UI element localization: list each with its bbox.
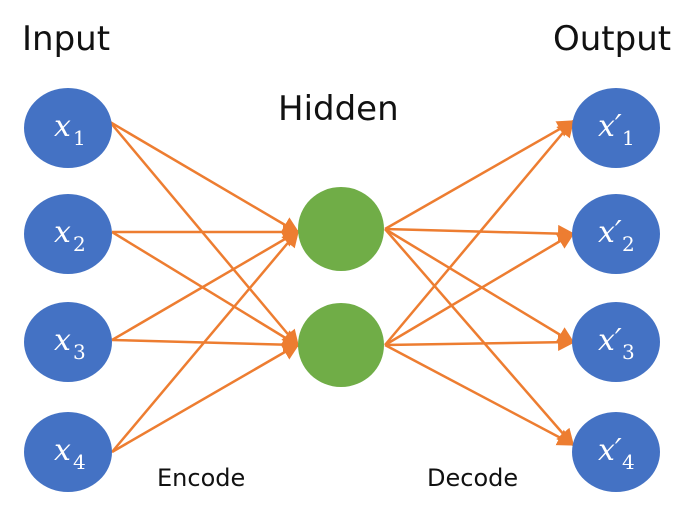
output-node-1-circle — [572, 88, 660, 168]
input-node-3-var: x — [54, 323, 71, 358]
input-node: x 3 — [24, 302, 112, 382]
output-node: x′ 3 — [572, 302, 660, 382]
encode-edge-2-2 — [111, 230, 300, 347]
input-label: Input — [22, 19, 110, 59]
encode-edge-1-2 — [109, 121, 300, 348]
output-node-2-circle — [572, 194, 660, 274]
input-node: x 2 — [24, 194, 112, 274]
output-node-2-var: x′ — [598, 215, 622, 250]
input-node-1-var: x — [54, 109, 71, 144]
output-node-3-var: x′ — [598, 323, 622, 358]
output-node-4-var: x′ — [598, 433, 622, 468]
decode-edge-2-4 — [384, 343, 576, 446]
output-node: x′ 4 — [572, 412, 660, 492]
output-label: Output — [553, 19, 671, 59]
decode-edge-1-3 — [384, 227, 575, 344]
input-node-1-sub: 1 — [73, 126, 86, 150]
output-node-3-circle — [572, 302, 660, 382]
output-node: x′ 2 — [572, 194, 660, 274]
output-node-3-sub: 3 — [622, 340, 635, 364]
output-node-2-sub: 2 — [622, 232, 635, 256]
output-node-4-sub: 4 — [622, 450, 635, 474]
input-node-2-var: x — [54, 215, 71, 250]
input-node-3-sub: 3 — [73, 340, 86, 364]
encode-edge-3-1 — [111, 230, 301, 342]
output-node-4-circle — [572, 412, 660, 492]
hidden-node-2 — [298, 303, 384, 387]
encode-edge-4-1 — [111, 229, 300, 453]
input-node-2-circle — [24, 194, 112, 274]
encode-label: Encode — [157, 464, 245, 492]
input-node-2-sub: 2 — [73, 232, 86, 256]
input-node-4-circle — [24, 412, 112, 492]
decode-edge-1-1 — [384, 120, 576, 231]
decode-edge-2-3 — [384, 333, 576, 351]
output-node-1-var: x′ — [598, 109, 622, 144]
input-node-3-circle — [24, 302, 112, 382]
input-node-1-circle — [24, 88, 112, 168]
input-node: x 1 — [24, 88, 112, 168]
output-node-1-sub: 1 — [622, 126, 635, 150]
decode-edge-1-4 — [384, 228, 575, 447]
encode-edge-4-2 — [111, 343, 301, 454]
input-node: x 4 — [24, 412, 112, 492]
input-node-4-var: x — [54, 433, 71, 468]
encode-edge-1-1 — [109, 120, 301, 234]
decode-edge-2-1 — [384, 119, 575, 346]
edges-group — [109, 119, 576, 454]
hidden-label: Hidden — [278, 89, 399, 129]
decode-edge-1-2 — [384, 224, 576, 243]
input-node-4-sub: 4 — [73, 450, 86, 474]
output-node: x′ 1 — [572, 88, 660, 168]
decode-label: Decode — [427, 464, 518, 492]
decode-edge-2-2 — [384, 232, 576, 347]
hidden-node-1 — [298, 187, 384, 271]
